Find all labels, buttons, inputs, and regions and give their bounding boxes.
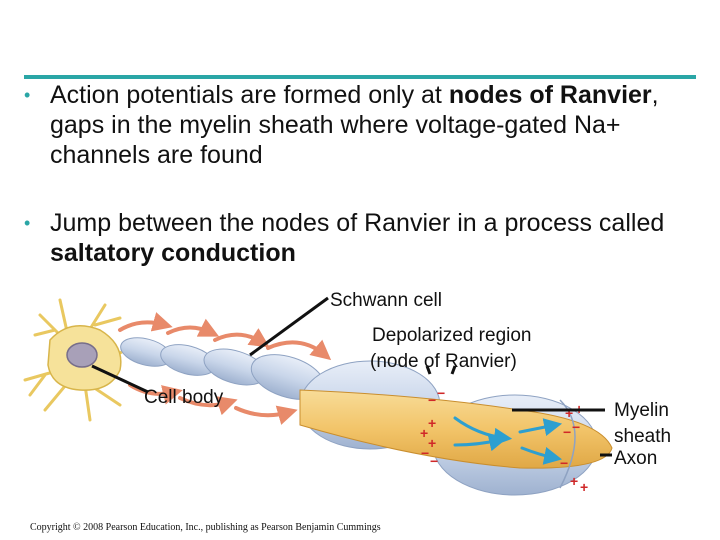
label-sheath: sheath xyxy=(614,426,672,447)
myelin-front-edge xyxy=(559,399,576,489)
bullet-1-text: Action potentials are formed only at nod… xyxy=(50,80,704,170)
bullet-2-text: Jump between the nodes of Ranvier in a p… xyxy=(50,208,704,268)
svg-text:−: − xyxy=(572,419,580,435)
svg-text:−: − xyxy=(421,445,429,461)
label-depolarized-region: Depolarized region xyxy=(372,325,532,346)
bullet-1-part-3: , gaps in the myelin sheath where voltag… xyxy=(50,81,659,169)
svg-text:−: − xyxy=(560,455,568,471)
red-arrows xyxy=(118,312,332,425)
label-schwann-cell: Schwann cell xyxy=(330,290,442,311)
bullet-2-part-1: Jump between the nodes of Ranvier in a p… xyxy=(50,209,665,237)
bullet-2-part-2: saltatory conduction xyxy=(50,239,296,267)
svg-text:+: + xyxy=(428,435,436,451)
bullet-dot: • xyxy=(24,213,31,233)
svg-text:+: + xyxy=(570,473,578,489)
copyright-notice: Copyright © 2008 Pearson Education, Inc.… xyxy=(30,522,381,533)
label-myelin: Myelin xyxy=(614,400,669,421)
label-axon: Axon xyxy=(614,448,658,469)
bullet-1: • Action potentials are formed only at n… xyxy=(24,80,704,180)
svg-text:+: + xyxy=(428,415,436,431)
neuron-illustration: − − + + + − − + + − − − + + xyxy=(23,296,613,496)
svg-text:+: + xyxy=(565,405,573,421)
bullet-2: • Jump between the nodes of Ranvier in a… xyxy=(24,208,704,278)
leader-lines xyxy=(91,296,612,457)
svg-text:+: + xyxy=(420,425,428,441)
bullet-dot: • xyxy=(24,85,31,105)
cell-body-shape xyxy=(47,325,122,391)
svg-text:−: − xyxy=(437,385,445,401)
svg-text:−: − xyxy=(430,453,438,469)
svg-text:+: + xyxy=(580,479,588,495)
svg-text:−: − xyxy=(563,424,571,440)
title-rule xyxy=(24,75,696,79)
label-cell-body: Cell body xyxy=(144,387,224,408)
svg-text:−: − xyxy=(428,392,436,408)
bullet-1-part-1: Action potentials are formed only at xyxy=(50,81,449,109)
axon-shape xyxy=(299,389,613,469)
label-node-of-ranvier: (node of Ranvier) xyxy=(370,351,517,372)
bullet-1-part-2: nodes of Ranvier xyxy=(448,81,652,109)
current-arrows xyxy=(453,416,563,465)
